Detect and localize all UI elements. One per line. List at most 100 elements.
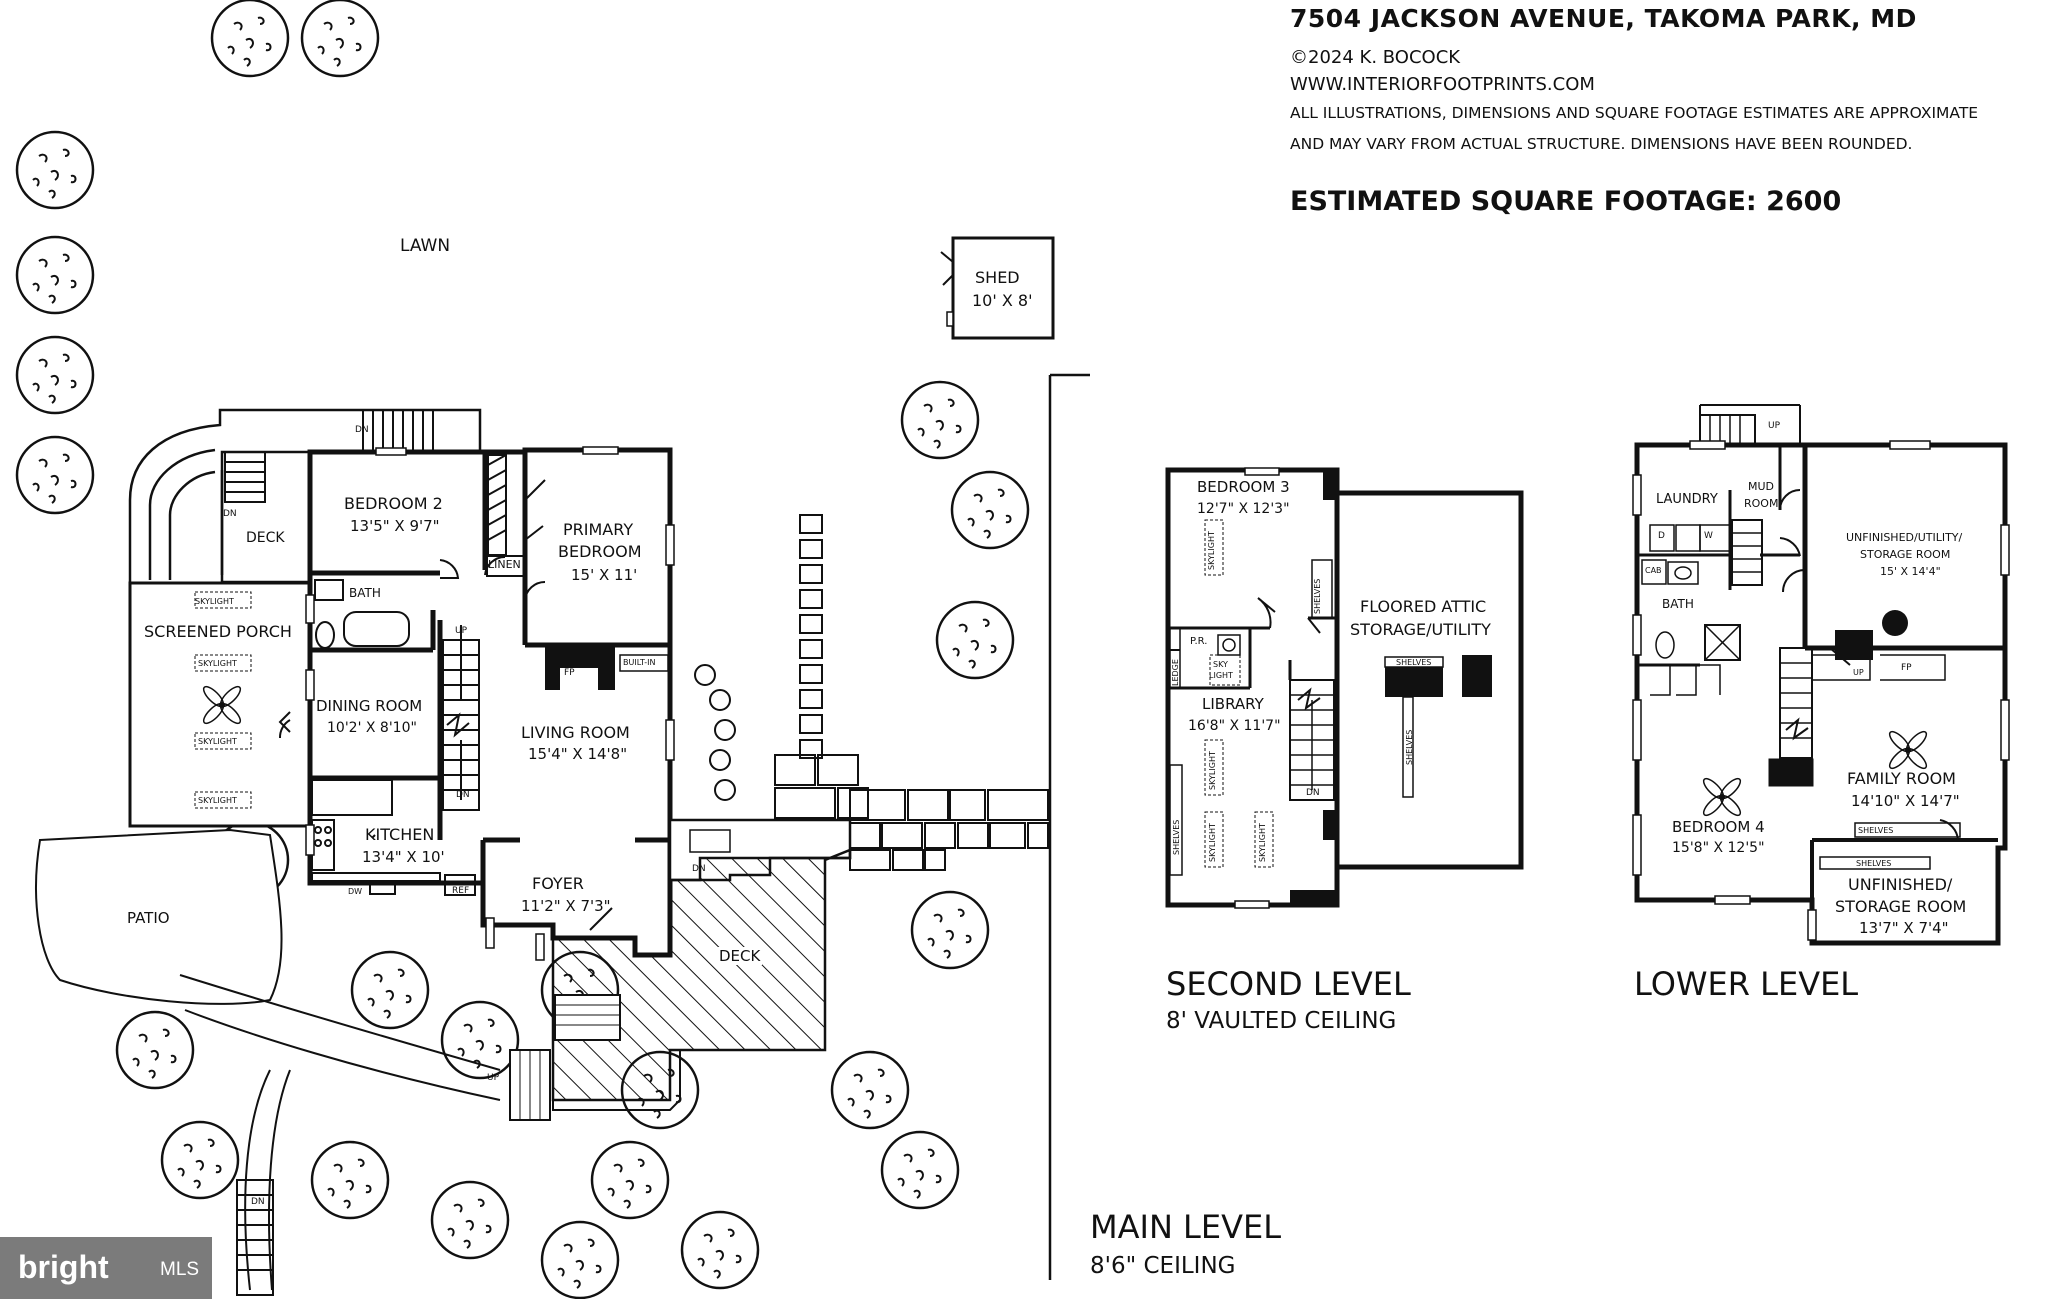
foyer-dims: 11'2" X 7'3"	[521, 897, 611, 915]
foyer-label: FOYER	[532, 874, 584, 893]
bath-label: BATH	[349, 586, 381, 600]
dryer-label: D	[1658, 531, 1665, 541]
dn-label: DN	[251, 1197, 265, 1207]
laundry-label: LAUNDRY	[1656, 492, 1718, 507]
doors	[278, 555, 613, 931]
fp-label: FP	[1901, 663, 1912, 673]
dn-label: DN	[355, 425, 369, 435]
primary-bedroom-label: BEDROOM	[558, 542, 642, 561]
ref-label: REF	[452, 886, 470, 896]
tree-icon	[680, 1210, 760, 1290]
estimated-square-footage: ESTIMATED SQUARE FOOTAGE: 2600	[1290, 186, 1842, 217]
shelves-label: SHELVES	[1856, 859, 1892, 868]
unfinished-utility-label: STORAGE ROOM	[1860, 548, 1951, 561]
bedroom4-dims: 15'8" X 12'5"	[1672, 840, 1765, 856]
lower-level-title: LOWER LEVEL	[1634, 965, 1859, 1003]
bright-logo: bright	[18, 1249, 109, 1285]
ledge-label: LEDGE	[1171, 659, 1180, 686]
property-address: 7504 JACKSON AVENUE, TAKOMA PARK, MD	[1290, 4, 1917, 33]
main-level-ceiling: 8'6" CEILING	[1090, 1253, 1236, 1279]
tree-icon	[160, 1120, 240, 1200]
tree-icon	[350, 950, 430, 1030]
tree-icon	[950, 470, 1030, 550]
lower-stairs-yard	[236, 1179, 274, 1296]
library-dims: 16'8" X 11'7"	[1188, 718, 1281, 734]
copyright-notice: ©2024 K. BOCOCK	[1290, 47, 1461, 68]
up-label: UP	[455, 626, 468, 636]
tree-icon	[440, 1000, 520, 1080]
tree-icon	[115, 1010, 195, 1090]
skylight-label: SKYLIGHT	[1208, 823, 1217, 862]
primary-bedroom-label: PRIMARY	[563, 520, 634, 539]
up-label: UP	[1853, 668, 1864, 677]
tree-icon	[15, 335, 95, 415]
attic-label: STORAGE/UTILITY	[1350, 620, 1491, 639]
screened-porch-label: SCREENED PORCH	[144, 622, 292, 641]
tree-icon	[15, 235, 95, 315]
skylight-label: SKYLIGHT	[198, 737, 237, 746]
kitchen-dims: 13'4" X 10'	[362, 848, 445, 866]
storage-room-dims: 13'7" X 7'4"	[1859, 919, 1949, 937]
deck-left-label: DECK	[246, 530, 285, 546]
bedroom2-dims: 13'5" X 9'7"	[350, 517, 440, 535]
storage-room-label: UNFINISHED/	[1848, 875, 1953, 894]
bedroom4-label: BEDROOM 4	[1672, 818, 1765, 836]
dining-room-dims: 10'2' X 8'10"	[327, 720, 417, 736]
bath-fixtures	[314, 579, 410, 649]
dn-label: DN	[223, 509, 237, 519]
walkway	[774, 754, 1049, 871]
disclaimer-line-1: ALL ILLUSTRATIONS, DIMENSIONS AND SQUARE…	[1290, 104, 1979, 122]
fp-label: FP	[564, 668, 575, 678]
bright-mls-badge: bright MLS	[0, 1237, 212, 1299]
second-level-plan	[1165, 467, 1524, 909]
tree-icon	[830, 1050, 910, 1130]
windows	[305, 446, 675, 961]
shed-dims: 10' X 8'	[972, 291, 1033, 310]
bedroom2-label: BEDROOM 2	[344, 494, 443, 513]
shelves-label: SHELVES	[1405, 729, 1414, 765]
tree-icon	[590, 1140, 670, 1220]
living-room-label: LIVING ROOM	[521, 723, 630, 742]
dn-label: DN	[692, 864, 706, 874]
tree-icon	[300, 0, 380, 78]
dining-room-label: DINING ROOM	[316, 697, 423, 715]
tree-icon	[15, 130, 95, 210]
shelves-label: SHELVES	[1396, 658, 1432, 667]
fireplace	[545, 645, 669, 690]
tree-icon	[900, 380, 980, 460]
skylight-label: SKYLIGHT	[1207, 531, 1216, 570]
sky-light-label: SKY	[1213, 660, 1228, 669]
tree-icon	[910, 890, 990, 970]
shelves-label: SHELVES	[1313, 578, 1322, 614]
linen-closet	[486, 454, 546, 577]
skylight-label: SKYLIGHT	[198, 659, 237, 668]
deck-stairs-left	[224, 451, 266, 503]
shelves-label: SHELVES	[1858, 826, 1894, 835]
family-room-label: FAMILY ROOM	[1847, 769, 1956, 788]
mls-label: MLS	[160, 1259, 200, 1280]
family-room-dims: 14'10" X 14'7"	[1851, 792, 1960, 810]
main-deck	[509, 818, 852, 1121]
tree-icon	[15, 435, 95, 515]
pr-label: P.R.	[1190, 636, 1208, 647]
skylight-label: SKYLIGHT	[1258, 823, 1267, 862]
skylight-label: SKYLIGHT	[1208, 751, 1217, 790]
living-room-dims: 15'4" X 14'8"	[528, 745, 628, 763]
up-label: UP	[1768, 421, 1781, 431]
tree-icon	[310, 1140, 390, 1220]
shelves-label: SHELVES	[1172, 819, 1181, 855]
deck-right-label: DECK	[717, 947, 763, 965]
mud-room-label: MUD	[1748, 480, 1775, 493]
kitchen-label: KITCHEN	[365, 825, 435, 844]
washer-label: W	[1704, 531, 1713, 541]
cab-label: CAB	[1645, 566, 1662, 575]
sky-light-label: LIGHT	[1209, 671, 1233, 680]
patio	[35, 828, 501, 1291]
up-label: UP	[487, 1073, 500, 1083]
lower-level-plan	[1632, 404, 2010, 946]
bedroom3-dims: 12'7" X 12'3"	[1197, 501, 1290, 517]
primary-bedroom-dims: 15' X 11'	[571, 566, 638, 584]
library-label: LIBRARY	[1202, 695, 1264, 713]
shed-label: SHED	[975, 268, 1020, 287]
